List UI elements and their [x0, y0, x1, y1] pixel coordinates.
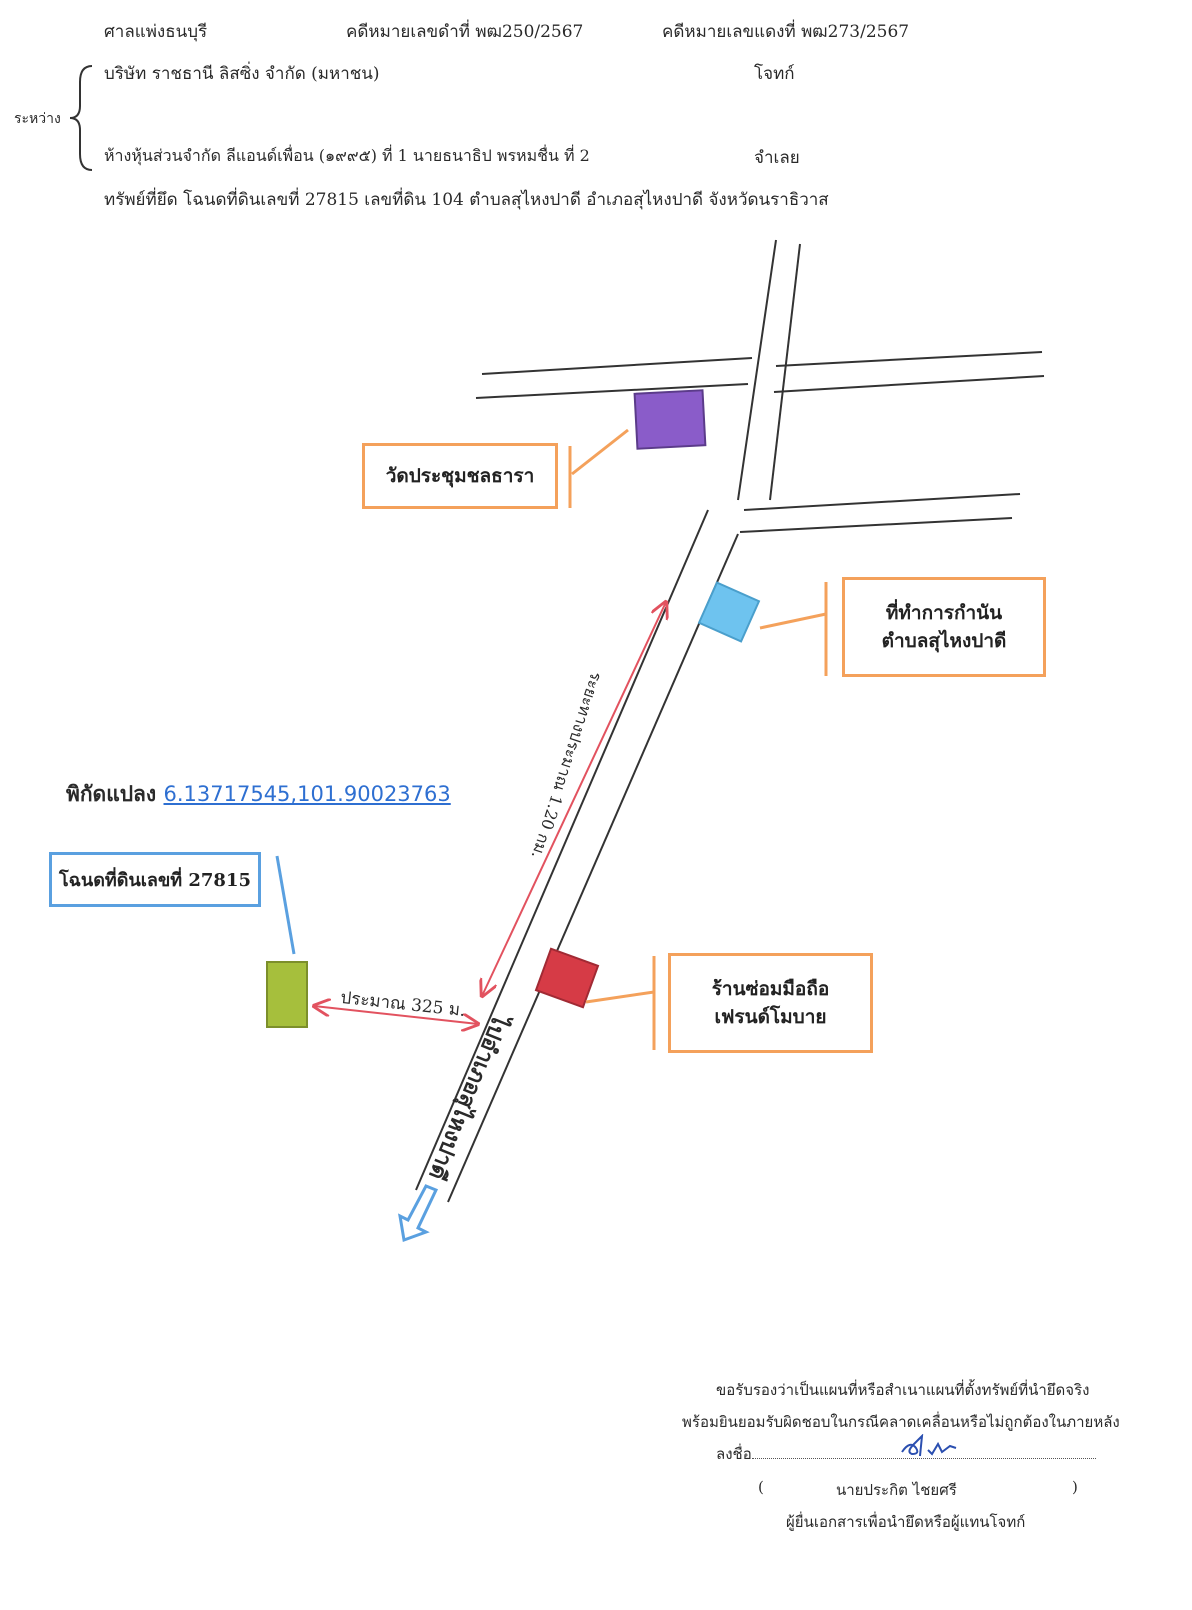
paren-close: )	[1072, 1478, 1078, 1496]
deed-label-box: โฉนดที่ดินเลขที่ 27815	[49, 852, 261, 907]
signature-label: ลงชื่อ	[716, 1445, 752, 1463]
signer-role: ผู้ยื่นเอกสารเพื่อนำยึดหรือผู้แทนโจทก์	[786, 1513, 1026, 1531]
temple-label: วัดประชุมชลธารา	[385, 465, 535, 487]
seized-asset: ทรัพย์ที่ยึด โฉนดที่ดินเลขที่ 27815 เลขท…	[104, 190, 829, 210]
shop-label-line1: ร้านซ่อมมือถือ	[711, 978, 830, 1000]
paren-open: (	[758, 1478, 764, 1496]
plaintiff-name: บริษัท ราชธานี ลิสซิ่ง จำกัด (มหาชน)	[104, 64, 380, 84]
short-distance-arrow	[314, 1006, 478, 1024]
signature-line: ลงชื่อ	[716, 1442, 1096, 1466]
office-label-box: ที่ทำการกำนัน ตำบลสุไหงปาดี	[842, 577, 1046, 677]
plaintiff-role: โจทก์	[754, 64, 795, 84]
defendants-names: ห้างหุ้นส่วนจำกัด ลีแอนด์เพื่อน (๑๙๙๕) ท…	[104, 146, 590, 165]
shop-marker	[534, 947, 600, 1009]
signature-dots	[751, 1458, 1096, 1459]
brace-icon	[69, 65, 93, 171]
shop-label-box: ร้านซ่อมมือถือ เฟรนด์โมบาย	[668, 953, 873, 1053]
parcel-pointer-arrow	[275, 855, 296, 955]
deed-label: โฉนดที่ดินเลขที่ 27815	[58, 870, 252, 891]
shop-label-line2: เฟรนด์โมบาย	[714, 1006, 827, 1028]
cross-streets	[475, 351, 1045, 533]
office-label-line1: ที่ทำการกำนัน	[885, 602, 1003, 624]
temple-marker	[633, 389, 707, 450]
office-label-line2: ตำบลสุไหงปาดี	[881, 630, 1007, 652]
court-name: ศาลแพ่งธนบุรี	[104, 22, 208, 42]
black-case-number: คดีหมายเลขดำที่ พฒ250/2567	[346, 22, 584, 42]
certification-line-2: พร้อมยินยอมรับผิดชอบในกรณีคลาดเคลื่อนหรื…	[682, 1413, 1120, 1431]
signature-mark	[901, 1434, 957, 1457]
temple-label-box: วัดประชุมชลธารา	[362, 443, 558, 509]
coordinates: พิกัดแปลง 6.13717545,101.90023763	[66, 778, 451, 811]
signer-name: นายประกิต ไชยศรี	[836, 1481, 957, 1499]
red-case-number: คดีหมายเลขแดงที่ พฒ273/2567	[662, 22, 910, 42]
coordinates-label: พิกัดแปลง	[66, 782, 157, 806]
office-marker	[697, 581, 761, 643]
certification-line-1: ขอรับรองว่าเป็นแผนที่หรือสำเนาแผนที่ตั้ง…	[716, 1381, 1090, 1399]
coordinates-link[interactable]: 6.13717545,101.90023763	[163, 782, 451, 806]
between-label: ระหว่าง	[14, 111, 61, 127]
defendant-role: จำเลย	[754, 148, 800, 168]
parcel-marker	[266, 961, 308, 1028]
direction-arrow-icon	[398, 1184, 439, 1243]
long-distance-arrow	[482, 602, 666, 996]
